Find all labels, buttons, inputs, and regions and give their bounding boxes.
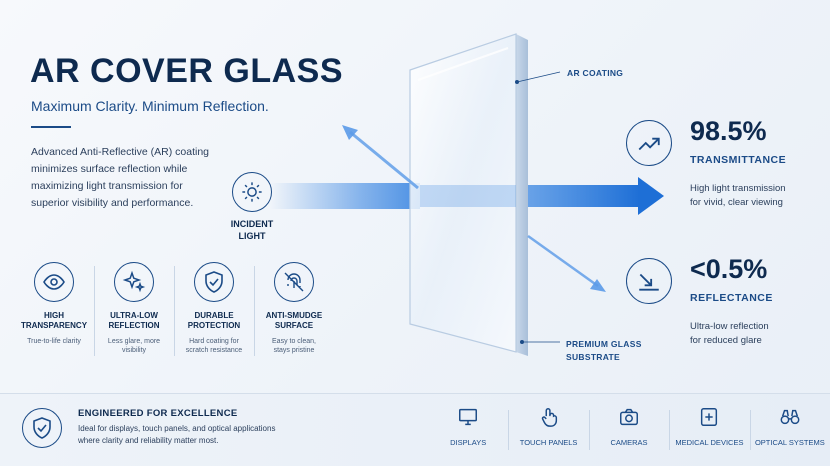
transmitted-beam [528,185,640,207]
app-cameras: CAMERAS [588,404,669,458]
stat-name: REFLECTANCE [690,292,773,304]
glass-pane [409,33,517,353]
application-list: DISPLAYS TOUCH PANELS CAMERAS MEDICAL DE… [428,404,830,458]
footer-title: ENGINEERED FOR EXCELLENCE [78,408,238,419]
feature-title: ULTRA-LOW [110,311,158,320]
app-label: OPTICAL SYSTEMS [754,438,825,447]
app-optical-systems: OPTICAL SYSTEMS [749,404,830,458]
sun-icon [232,172,272,212]
feature-title: ANTI-SMUDGE [265,311,323,320]
feature-subtitle: scratch resistance [185,347,243,354]
app-medical-devices: MEDICAL DEVICES [669,404,749,458]
feature-subtitle: visibility [121,347,147,354]
feature-subtitle: stays pristine [273,347,315,354]
stat-name: TRANSMITTANCE [690,154,787,166]
page-title: AR COVER GLASS [30,52,344,90]
title-divider [31,126,71,128]
fingerprint-icon [274,262,314,302]
reflect-down-icon [626,258,672,304]
feature-subtitle: Hard coating for [189,338,239,345]
substrate-label-line1: PREMIUM GLASS [566,339,642,349]
binoculars-icon [750,404,830,430]
feature-title: REFLECTION [108,321,160,330]
footer-band: ENGINEERED FOR EXCELLENCE Ideal for disp… [0,393,830,466]
stat-value: <0.5% [690,254,768,284]
app-label: TOUCH PANELS [519,438,578,447]
incident-label-line1: INCIDENT [230,219,274,229]
app-label: DISPLAYS [450,438,487,447]
app-displays: DISPLAYS [428,404,508,458]
reflected-ray [349,130,419,190]
stat-value: 98.5% [690,116,767,146]
app-label: MEDICAL DEVICES [675,438,744,447]
stat-note: High light transmission [690,183,786,194]
incident-light: INCIDENT LIGHT [224,172,280,242]
footer-description: where clarity and reliability matter mos… [78,436,219,445]
monitor-icon [428,404,508,430]
incident-beam [270,183,420,209]
feature-subtitle: Easy to clean, [272,338,316,345]
substrate-label: PREMIUM GLASS SUBSTRATE [566,338,656,364]
stat-note: for reduced glare [690,335,762,346]
feature-title: TRANSPARENCY [20,321,88,330]
feature-subtitle: Less glare, more [107,338,161,345]
footer-description: Ideal for displays, touch panels, and op… [78,424,276,433]
page-subtitle: Maximum Clarity. Minimum Reflection. [31,98,269,114]
scattered-ray [527,234,599,288]
app-label: CAMERAS [610,438,648,447]
feature-title: SURFACE [274,321,314,330]
stat-note: for vivid, clear viewing [690,197,783,208]
camera-icon [589,404,669,430]
medical-icon [669,404,749,430]
ar-coating-label: AR COATING [567,68,624,78]
transmitted-arrowhead [638,177,664,215]
shield-check-icon [194,262,234,302]
shield-check-icon [22,408,62,448]
stat-note: Ultra-low reflection [690,321,769,332]
app-touch-panels: TOUCH PANELS [508,404,588,458]
eye-icon [34,262,74,302]
glass-edge [516,34,528,356]
feature-title: PROTECTION [187,321,241,330]
trend-up-icon [626,120,672,166]
feature-title: HIGH [44,311,64,320]
feature-subtitle: True-to-life clarity [27,338,81,345]
feature-title: DURABLE [194,311,234,320]
touch-icon [508,404,588,430]
intro-description: Advanced Anti-Reflective (AR) coating mi… [31,146,210,209]
incident-label-line2: LIGHT [238,231,266,241]
sparkle-icon [114,262,154,302]
substrate-label-line2: SUBSTRATE [566,352,621,362]
